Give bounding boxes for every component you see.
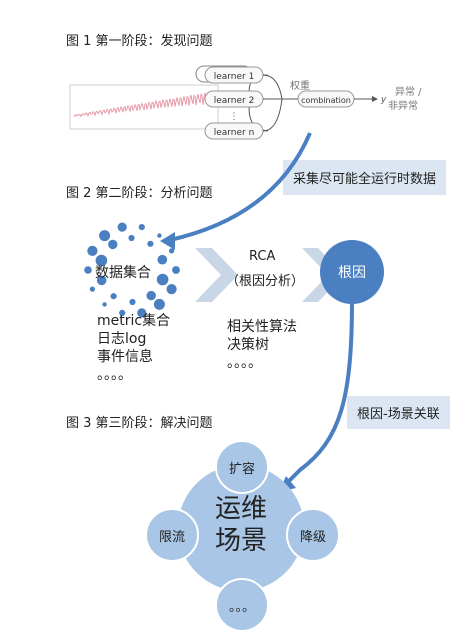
timeseries-wave — [73, 91, 215, 118]
satellite-rate-limit-label: 限流 — [158, 529, 185, 545]
cluster-dot — [156, 273, 169, 286]
cluster-dot — [89, 286, 95, 292]
cluster-dot — [147, 240, 154, 247]
stage3-title: 图 3 第三阶段：解决问题 — [66, 416, 213, 431]
combination-label: combination — [301, 96, 351, 105]
cluster-dot — [157, 254, 168, 265]
cluster-dot — [95, 254, 108, 267]
cluster-dot — [129, 298, 136, 306]
learner-n-label: learner n — [214, 128, 255, 138]
output-symbol: y — [380, 95, 387, 105]
satellite-more: 。。。 — [215, 578, 269, 632]
satellite-more-label: 。。。 — [228, 599, 255, 615]
cluster-dot — [108, 239, 118, 250]
satellite-degrade-label: 降级 — [299, 529, 326, 545]
ensemble-diagram: learner 1 learner 2 ⋮ learner n 权重 combi… — [69, 65, 422, 140]
data-cluster-label: 数据集合 — [95, 265, 151, 281]
ops-scenario-line1: 运维 — [214, 494, 267, 524]
arrow-to-stage2-head — [160, 232, 175, 250]
data-item-event: 事件信息 — [97, 349, 153, 365]
arrow-to-stage3 — [283, 299, 354, 487]
stage2-title: 图 2 第二阶段：分析问题 — [66, 186, 213, 201]
learner-ellipsis: ⋮ — [230, 112, 239, 122]
rca-label: RCA — [249, 249, 276, 264]
arrow-to-stage2 — [169, 132, 312, 242]
cluster-dot — [172, 266, 180, 274]
stage1-title: 图 1 第一阶段：发现问题 — [66, 34, 213, 49]
rca-subtitle: （根因分析） — [226, 274, 305, 289]
root-cause-label: 根因 — [338, 265, 366, 281]
cluster-dot — [157, 233, 162, 238]
ops-scenario-text: 运维 场景 — [178, 493, 304, 557]
data-item-ellipsis: 。。。。 — [97, 367, 132, 383]
cluster-dot — [138, 224, 145, 231]
cluster-dot — [110, 293, 117, 300]
satellite-scale-out-label: 扩容 — [228, 461, 255, 477]
data-cluster — [84, 222, 180, 318]
root-cause-link-box: 根因-场景关联 — [347, 396, 450, 429]
methods-list: 相关性算法 决策树 。。。。 — [227, 318, 297, 372]
cluster-dot — [146, 290, 156, 301]
cluster-dot — [137, 308, 147, 318]
cluster-dot — [102, 302, 107, 307]
data-item-metric: metric集合 — [97, 313, 171, 329]
root-cause-node: 根因 — [320, 240, 384, 304]
cluster-dot — [87, 245, 98, 256]
weight-label: 权重 — [290, 79, 310, 92]
method-ellipsis: 。。。。 — [227, 355, 262, 371]
cluster-dot — [128, 234, 135, 242]
cluster-dot — [169, 248, 175, 254]
satellite-scale-out: 扩容 — [215, 440, 269, 494]
satellite-degrade: 降级 — [286, 508, 340, 562]
data-items-list: metric集合 日志log 事件信息 。。。。 — [97, 312, 170, 384]
learner-2-label: learner 2 — [214, 96, 255, 106]
satellite-rate-limit: 限流 — [145, 508, 199, 562]
output-label-2: 非异常 — [388, 99, 418, 112]
collect-data-box: 采集尽可能全运行时数据 — [283, 160, 447, 195]
method-correlation: 相关性算法 — [227, 319, 297, 335]
cluster-dot — [117, 222, 127, 232]
chevron-1 — [195, 248, 238, 302]
cluster-dot — [99, 230, 111, 242]
ops-scenario-line2: 场景 — [214, 526, 267, 556]
cluster-dot — [84, 266, 92, 274]
method-decision-tree: 决策树 — [227, 337, 269, 353]
data-item-log: 日志log — [97, 331, 147, 347]
cluster-dot — [96, 275, 107, 286]
cluster-dot — [119, 309, 126, 316]
output-label-1: 异常 / — [395, 85, 422, 98]
cluster-dot — [166, 284, 177, 295]
learner-1-label: learner 1 — [214, 72, 255, 82]
cluster-dot — [153, 298, 165, 310]
